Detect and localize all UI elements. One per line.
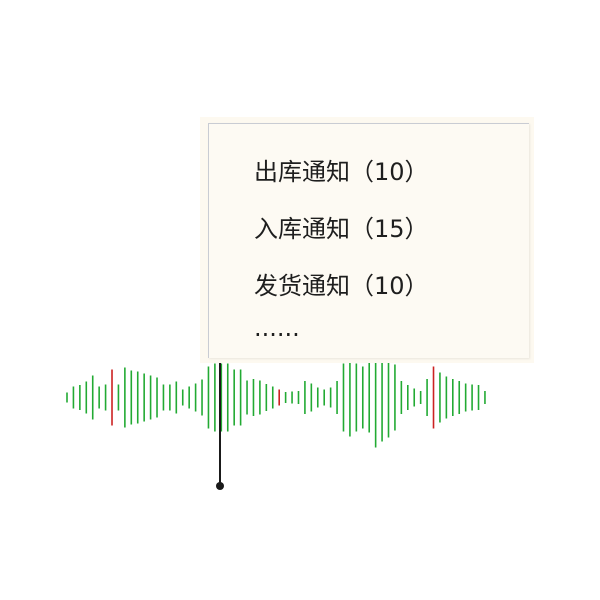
notification-item-inbound[interactable]: 入库通知（15） bbox=[254, 215, 429, 243]
notification-item-shipping[interactable]: 发货通知（10） bbox=[254, 272, 429, 300]
pin-dot bbox=[216, 482, 224, 490]
notification-item-outbound[interactable]: 出库通知（10） bbox=[254, 158, 429, 186]
notification-popup: 出库通知（10） 入库通知（15） 发货通知（10） ...... bbox=[208, 123, 529, 358]
notification-more[interactable]: ...... bbox=[254, 314, 300, 342]
pin-pole bbox=[219, 355, 221, 486]
